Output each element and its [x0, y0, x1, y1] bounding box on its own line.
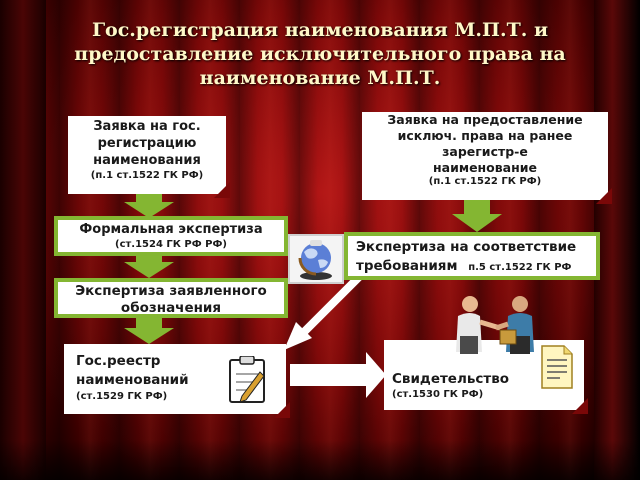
application-exclusive-line-4: наименование — [433, 160, 537, 175]
conformity-examination-ref: п.5 ст.1522 ГК РФ — [468, 262, 572, 273]
application-exclusive-box: Заявка на предоставление исключ. права н… — [362, 112, 612, 204]
conformity-examination-line-2: требованиям — [356, 258, 458, 274]
application-registration-box: Заявка на гос. регистрацию наименования … — [68, 116, 230, 198]
certificate-ref: (ст.1530 ГК РФ) — [392, 389, 484, 400]
state-register-ref: (ст.1529 ГК РФ) — [76, 391, 168, 402]
globe-icon — [298, 240, 332, 280]
globe-icon-frame — [288, 234, 344, 284]
application-registration-ref: (п.1 ст.1522 ГК РФ) — [90, 170, 204, 181]
state-register-line-1: Гос.реестр — [76, 353, 161, 369]
designation-examination-box: Экспертиза заявленного обозначения — [54, 278, 288, 318]
application-exclusive-line-1: Заявка на предоставление — [387, 112, 583, 127]
document-icon — [541, 345, 573, 389]
title-line-2: предоставление исключительного права на — [74, 43, 566, 65]
application-registration-line-2: регистрацию — [97, 136, 197, 151]
formal-examination-ref: (ст.1524 ГК РФ РФ) — [115, 239, 227, 250]
conformity-examination-line-1: Экспертиза на соответствие — [356, 239, 577, 255]
conformity-examination-box: Экспертиза на соответствие требованиям п… — [344, 232, 600, 280]
clipboard-icon — [229, 356, 265, 403]
curtain-right — [594, 0, 640, 480]
application-exclusive-ref: (п.1 ст.1522 ГК РФ) — [428, 176, 542, 187]
handshake-people-icon — [456, 296, 534, 354]
title-line-3: наименование М.П.Т. — [199, 67, 441, 89]
formal-examination-label: Формальная экспертиза — [79, 222, 263, 237]
application-exclusive-line-2: исключ. права на ранее — [397, 128, 573, 143]
curtain-left — [0, 0, 46, 480]
title-line-1: Гос.регистрация наименования М.П.Т. и — [91, 19, 549, 41]
designation-examination-line-2: обозначения — [120, 300, 222, 316]
page-title: Гос.регистрация наименования М.П.Т. и пр… — [40, 18, 600, 90]
application-registration-line-3: наименования — [93, 153, 201, 168]
state-register-line-2: наименований — [76, 372, 189, 388]
certificate-box: Свидетельство (ст.1530 ГК РФ) — [384, 340, 588, 414]
certificate-label: Свидетельство — [392, 371, 510, 387]
application-registration-line-1: Заявка на гос. — [93, 119, 201, 134]
designation-examination-line-1: Экспертиза заявленного — [75, 283, 267, 299]
state-register-box: Гос.реестр наименований (ст.1529 ГК РФ) — [64, 344, 290, 418]
application-exclusive-line-3: зарегистр-е — [442, 144, 528, 159]
stage-floor — [0, 440, 640, 480]
formal-examination-box: Формальная экспертиза (ст.1524 ГК РФ РФ) — [54, 216, 288, 256]
